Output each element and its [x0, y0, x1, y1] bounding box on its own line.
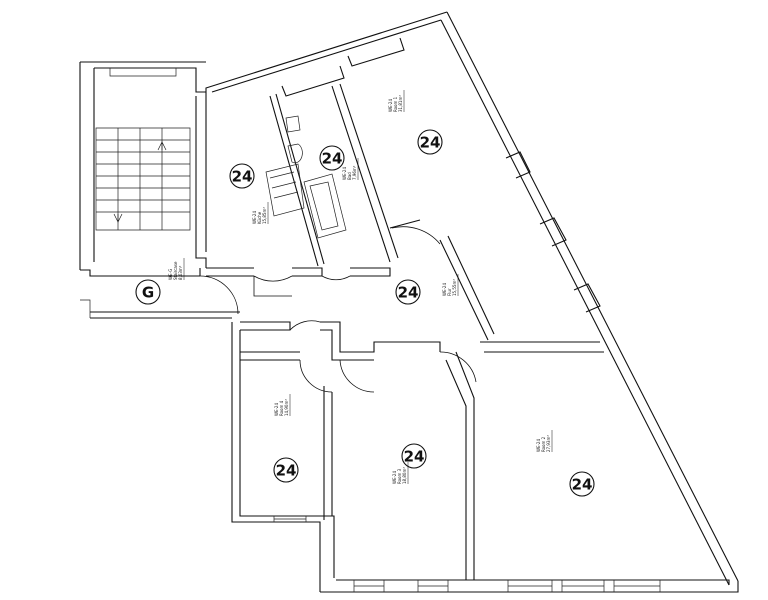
room-badge-circle: [569, 471, 595, 497]
room-label-line: WE-24: [442, 283, 447, 296]
room-label-line: WE-G: [168, 269, 173, 280]
room-badge-circle: [135, 279, 161, 305]
room-label-line: Room 3: [397, 468, 402, 484]
kitchen-fixtures: [265, 163, 305, 217]
room-label-line: WE-24: [388, 99, 393, 112]
room-label-line: Room 4: [279, 400, 284, 416]
room-badge-number: 24: [232, 168, 253, 186]
room-label-line: 31,81m²: [398, 95, 403, 112]
room-label-line: Bad: [347, 172, 352, 180]
room-label-line: WE-24: [392, 471, 397, 484]
room-badge-number: 24: [276, 462, 297, 480]
room-label-line: Room 2: [541, 436, 546, 452]
room-badge-number: G: [142, 284, 154, 302]
doors: [199, 226, 477, 393]
room-label-line: 15,55m²: [452, 279, 457, 296]
room-badge-circle: [319, 145, 345, 171]
room-badge-number: 24: [404, 448, 425, 466]
room-badge-circle: [395, 279, 421, 305]
outer-walls: [205, 11, 739, 593]
room-label-line: 18,80m²: [402, 467, 407, 484]
room-label-line: WE-24: [342, 167, 347, 180]
room-label-line: WE-24: [274, 403, 279, 416]
bathroom-fixtures: [285, 115, 347, 239]
room-badge-number: 24: [322, 150, 343, 168]
staircase-block: [79, 61, 240, 319]
room-label-line: 7,96m²: [352, 165, 357, 180]
room-badge-number: 24: [398, 284, 419, 302]
interior-walls: [195, 83, 604, 580]
room-label-line: 15,85m²: [262, 207, 267, 224]
room-badge-number: 24: [420, 134, 441, 152]
room-label-line: 8,63m²: [178, 265, 183, 280]
room-label-line: Flur: [447, 288, 452, 296]
room-label-line: Küche: [257, 211, 262, 224]
room-badge-circle: [229, 163, 255, 189]
room-label-line: Room 1: [393, 96, 398, 112]
room-label-line: Staircase: [173, 261, 178, 280]
room-badge-number: 24: [572, 476, 593, 494]
room-label-line: 14,90m²: [284, 399, 289, 416]
room-label-line: WE-24: [252, 211, 257, 224]
room-label-line: WE-24: [536, 439, 541, 452]
room-badge-circle: [417, 129, 443, 155]
room-label-line: 27,93m²: [546, 435, 551, 452]
room-badge-circle: [273, 457, 299, 483]
